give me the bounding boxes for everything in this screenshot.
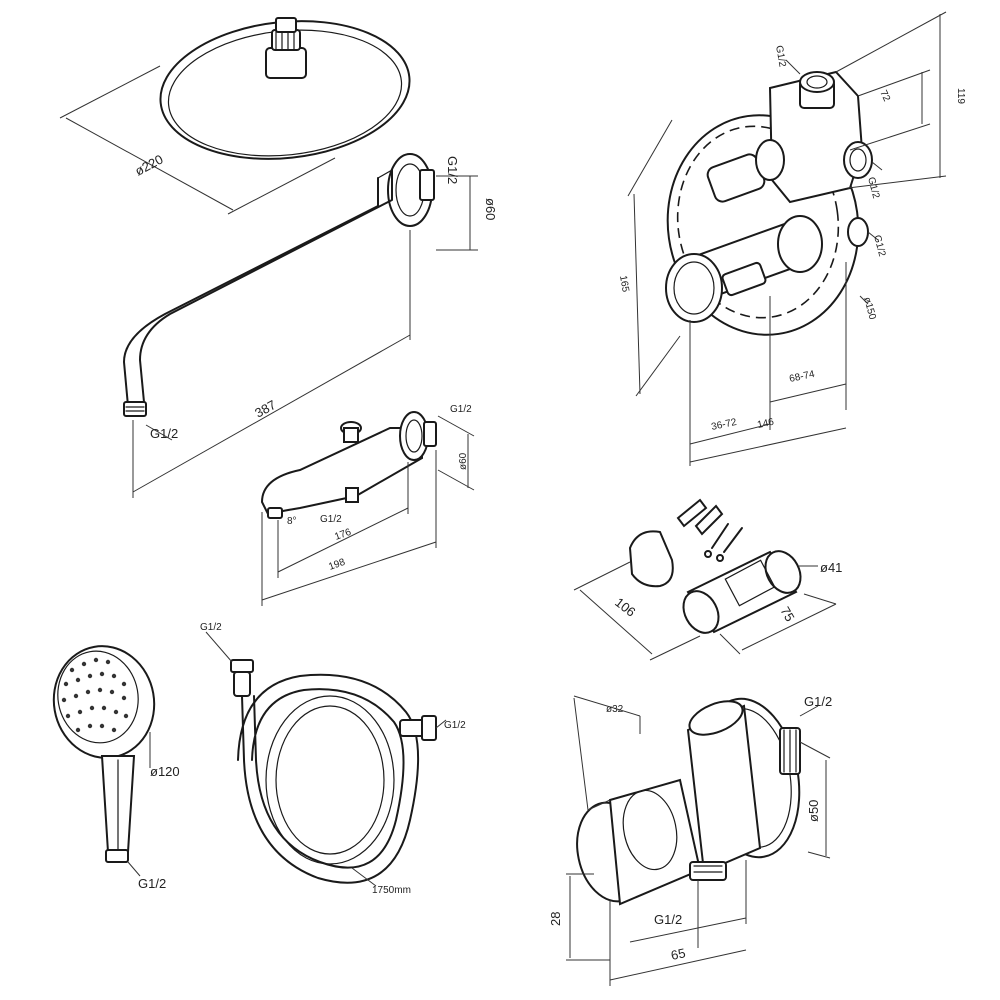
wall-outlet-flange-diameter-label: ø50 [806, 800, 821, 822]
mixer-plate-diameter-label: ø150 [861, 296, 878, 321]
spout-length-inner-label: 176 [333, 527, 353, 543]
spout-thread-label: G1/2 [450, 404, 472, 415]
spout-height-label: ø60 [458, 452, 469, 470]
hose-drawing: G1/2 G1/2 1750mm [200, 622, 466, 896]
mixer-thread-top-label: G1/2 [773, 45, 788, 69]
spout-length-outer-label: 198 [327, 557, 347, 573]
hand-shower-thread-label: G1/2 [138, 876, 166, 891]
wall-outlet-thread-label: G1/2 [804, 694, 832, 709]
holder-length-label: 106 [612, 595, 638, 620]
mixer-depth-label: 72 [877, 89, 892, 104]
wall-outlet-length-label: 65 [670, 945, 687, 963]
mixer-height-top-label: 119 [955, 88, 966, 104]
mixer-thread-right-1-label: G1/2 [865, 176, 881, 200]
holder-width-label: 75 [777, 604, 797, 624]
shower-arm-length-label: 387 [252, 397, 278, 421]
mixer-plate-height-label: 165 [617, 275, 631, 294]
shower-arm-thread-top-label: G1/2 [445, 156, 460, 184]
shower-head-diameter-label: ø220 [132, 151, 165, 178]
hand-shower-drawing: ø120 G1/2 [52, 645, 180, 891]
wall-outlet-inlet-label: G1/2 [654, 912, 682, 927]
hose-thread-right-label: G1/2 [444, 720, 466, 731]
hand-shower-diameter-label: ø120 [150, 764, 180, 779]
spout-drawing: G1/2 ø60 8° G1/2 176 198 [260, 404, 475, 606]
mixer-depth-range-3-label: 146 [756, 417, 775, 431]
holder-drawing: ø41 106 75 [573, 498, 842, 661]
mixer-depth-range-2-label: 36-72 [710, 417, 738, 433]
shower-arm-flange-diameter-label: ø60 [483, 198, 498, 220]
spout-inlet-label: G1/2 [320, 514, 342, 525]
nozzle-grid [61, 657, 129, 733]
hose-length-label: 1750mm [372, 885, 411, 896]
hose-thread-top-label: G1/2 [200, 622, 222, 633]
spout-angle-label: 8° [287, 516, 297, 527]
mixer-depth-range-1-label: 68-74 [788, 369, 816, 385]
mixer-body-drawing: 119 72 G1/2 G1/2 G1/2 ø150 165 68-74 36-… [617, 11, 966, 466]
wall-outlet-knob-diameter-label: ø32 [606, 704, 624, 715]
shower-arm-drawing: G1/2 ø60 387 G1/2 [123, 153, 498, 498]
mounting-screws [676, 498, 743, 562]
holder-diameter-label: ø41 [820, 560, 842, 575]
wall-outlet-height-label: 28 [548, 912, 563, 926]
mixer-thread-right-2-label: G1/2 [871, 234, 887, 258]
wall-outlet-drawing: G1/2 ø32 ø50 28 G1/2 65 [548, 694, 832, 986]
shower-arm-thread-bottom-label: G1/2 [150, 426, 178, 441]
shower-head-drawing: ø220 [59, 17, 411, 215]
